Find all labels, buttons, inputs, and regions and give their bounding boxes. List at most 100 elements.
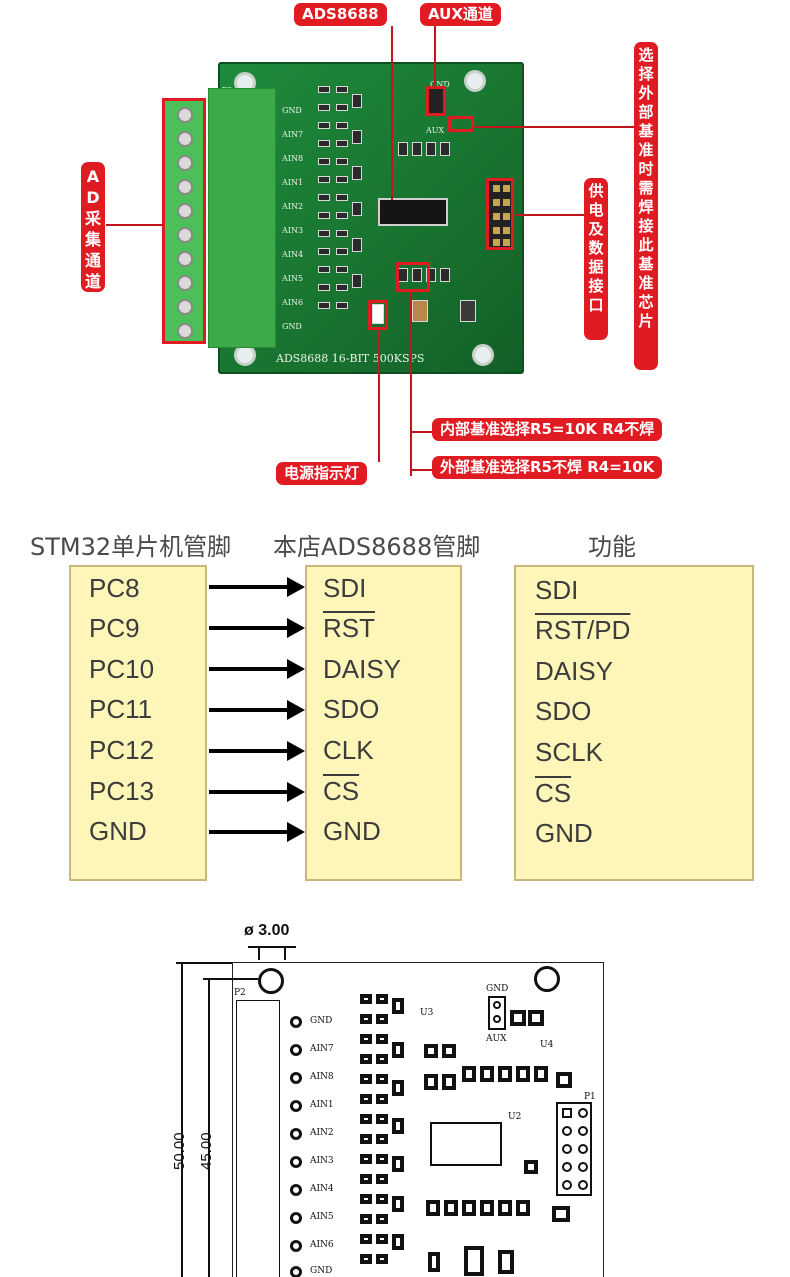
screw-icon (177, 131, 193, 147)
arrow-icon (209, 782, 305, 802)
callout-power-iface: 供电及数据接口 (584, 178, 608, 340)
p1-label: P1 (584, 1092, 596, 1102)
terminal-block (208, 88, 276, 348)
dim-line (176, 962, 232, 964)
function-label: GND (535, 818, 593, 848)
screw-icon (177, 299, 193, 315)
dim-line (284, 946, 286, 960)
screw-icon (177, 251, 193, 267)
screw-icon (177, 203, 193, 219)
ads-pin: SDI (323, 573, 367, 603)
u3-label: U3 (420, 1008, 434, 1018)
terminal-rail (162, 98, 206, 344)
terminal-outline (236, 1000, 280, 1277)
header-func: 功能 (588, 533, 636, 561)
power-data-header (486, 178, 514, 250)
arrow-icon (209, 822, 305, 842)
gnd-label-drawing: GND (486, 984, 509, 994)
pin-label: AIN3 (282, 226, 304, 235)
arrow-icon (209, 700, 305, 720)
screw-icon (177, 227, 193, 243)
ads-pin-box (305, 565, 462, 881)
ads-pin: CS (323, 776, 360, 806)
leader-line (410, 469, 432, 471)
function-label: SCLK (535, 737, 603, 767)
callout-ext-ref: 选择外部基准时需焊接此基准芯片 (634, 42, 658, 370)
u2-label: U2 (508, 1112, 522, 1122)
function-label: DAISY (535, 656, 614, 686)
ext-ref-box (448, 116, 474, 132)
pin-label: GND (282, 106, 302, 115)
callout-ads8688: ADS8688 (294, 3, 387, 26)
header-ads: 本店ADS8688管脚 (273, 533, 481, 561)
callout-ext-ref-select: 外部基准选择R5不焊 R4=10K (432, 456, 663, 479)
dim-line (208, 978, 210, 1277)
board-silk-title: ADS8688 16-BIT 500KSPS (276, 352, 425, 365)
board-outline (232, 962, 604, 1277)
dim-line (181, 962, 183, 1277)
leader-line (474, 126, 634, 128)
function-label: SDI (535, 575, 579, 605)
p1-header-drawing (556, 1102, 592, 1196)
power-led-box (368, 300, 388, 330)
ads-pin: DAISY (323, 654, 402, 684)
dim-50: 50.00 (171, 1132, 188, 1170)
mcu-pin: PC10 (89, 654, 155, 684)
leader-line (378, 330, 380, 462)
leader-line (410, 431, 432, 433)
pad-label: AIN7 (310, 1044, 334, 1054)
function-label: SDO (535, 696, 592, 726)
mcu-pin: PC9 (89, 613, 140, 643)
arrow-icon (209, 618, 305, 638)
leader-line (434, 26, 436, 88)
pad-label: AIN8 (310, 1072, 334, 1082)
dim-line (203, 978, 258, 980)
leader-line (410, 292, 412, 476)
ads-pin: CLK (323, 735, 374, 765)
leader-line (106, 224, 164, 226)
leader-line (391, 26, 393, 200)
function-label: CS (535, 778, 572, 808)
pin-label: AIN5 (282, 274, 304, 283)
mcu-pin: PC12 (89, 735, 155, 765)
pad-label: AIN4 (310, 1184, 334, 1194)
mcu-pin: GND (89, 816, 147, 846)
arrow-icon (209, 659, 305, 679)
function-box (514, 565, 754, 881)
r4-r5-box (396, 262, 430, 292)
leader-line (516, 214, 584, 216)
mcu-pin: PC11 (89, 694, 153, 724)
function-label: RST/PD (535, 615, 631, 645)
ads8688-chip-drawing (430, 1122, 502, 1166)
screw-icon (177, 275, 193, 291)
pad-label: AIN5 (310, 1212, 334, 1222)
aux-header-drawing (488, 996, 506, 1030)
pin-label: AIN4 (282, 250, 304, 259)
pad-label: AIN6 (310, 1240, 334, 1250)
pin-label: AIN8 (282, 154, 304, 163)
pad-label: AIN3 (310, 1156, 334, 1166)
pad-label: AIN1 (310, 1100, 334, 1110)
mount-hole (472, 344, 494, 366)
dim-45: 45.00 (198, 1132, 215, 1170)
mount-hole-drawing (534, 966, 560, 992)
aux-header (426, 86, 446, 116)
mcu-pin: PC8 (89, 573, 140, 603)
pad-label: GND (310, 1016, 333, 1026)
arrow-icon (209, 741, 305, 761)
screw-icon (177, 323, 193, 339)
screw-icon (177, 155, 193, 171)
callout-power-led: 电源指示灯 (276, 462, 368, 485)
dim-line (258, 946, 260, 960)
ads-pin: RST (323, 613, 375, 643)
ads-pin: GND (323, 816, 381, 846)
screw-icon (177, 179, 193, 195)
screw-icon (177, 107, 193, 123)
mcu-pin: PC13 (89, 776, 155, 806)
pin-label: AIN1 (282, 178, 304, 187)
callout-int-ref: 内部基准选择R5=10K R4不焊 (432, 418, 663, 441)
mount-hole-drawing (258, 968, 284, 994)
aux-label: AUX (426, 126, 445, 135)
callout-aux: AUX通道 (420, 3, 501, 26)
ads-pin: SDO (323, 694, 380, 724)
